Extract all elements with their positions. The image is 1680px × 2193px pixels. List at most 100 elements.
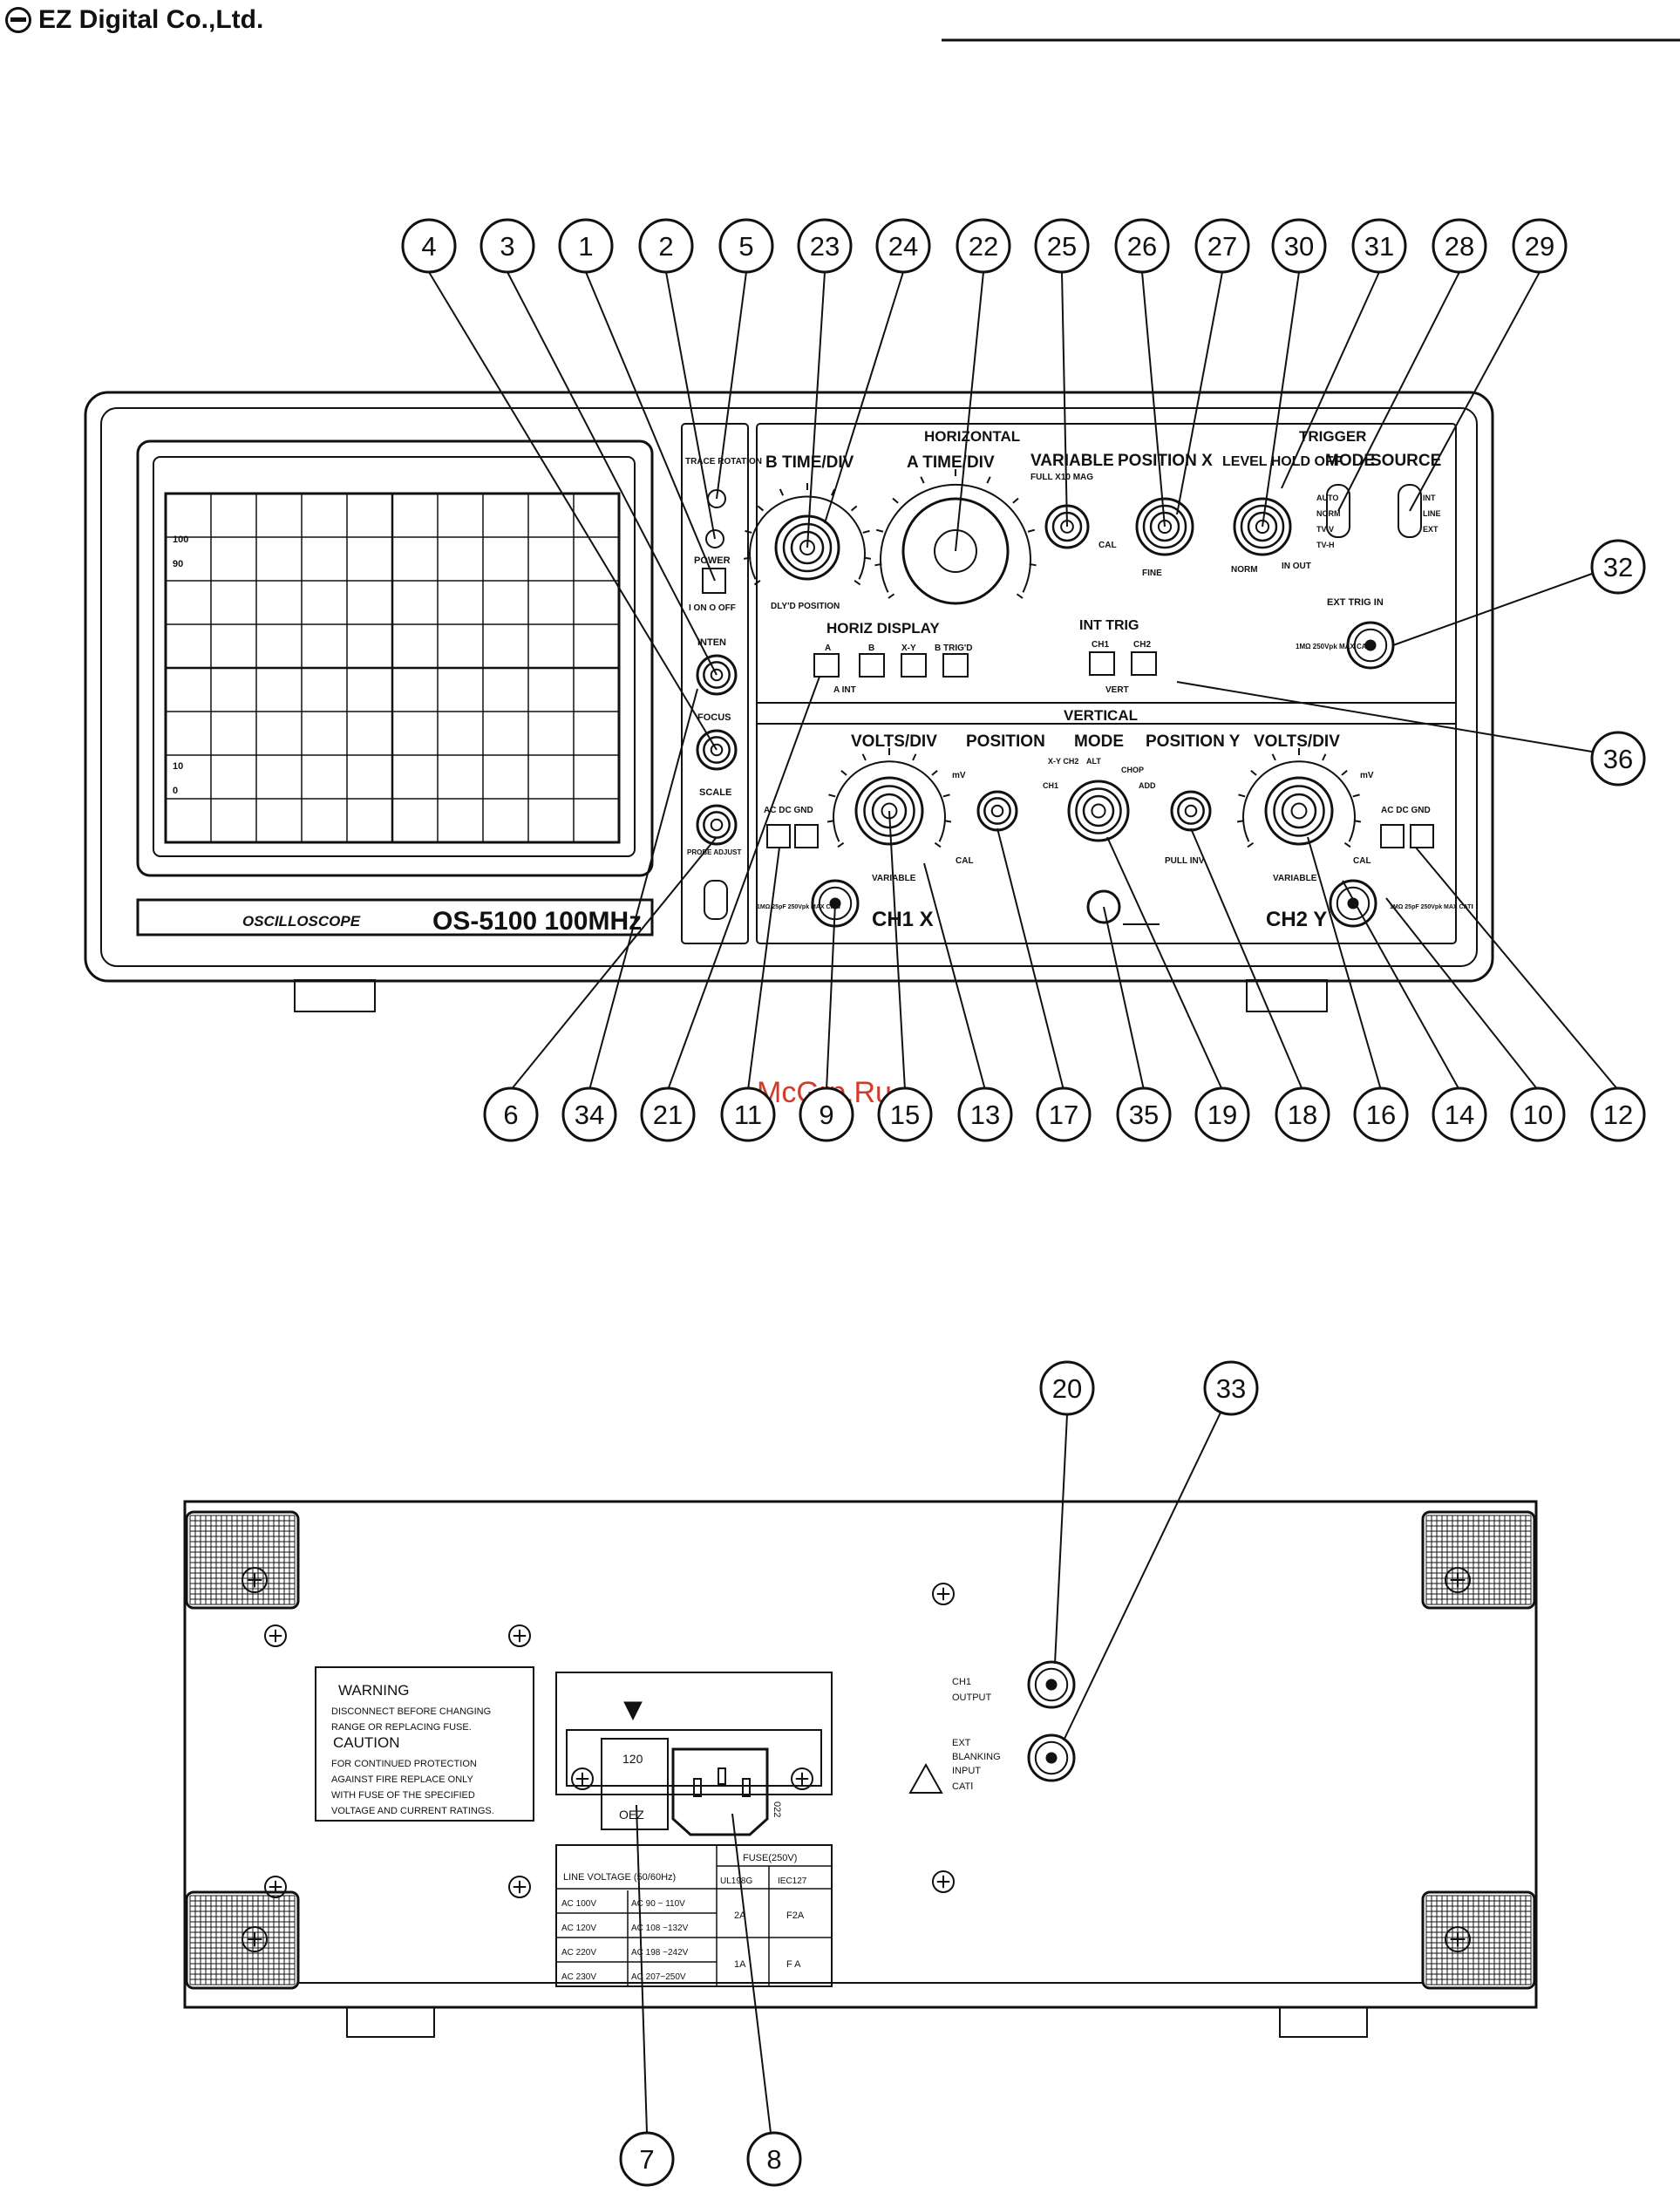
callout-11: 11: [720, 1086, 776, 1142]
table-fuse-2a: 2A: [734, 1910, 746, 1921]
inten-knob-ring: [696, 654, 738, 696]
front-foot-left: [294, 979, 376, 1012]
callout-34: 34: [561, 1086, 617, 1142]
callout-13: 13: [957, 1086, 1013, 1142]
callout-5-label: 5: [738, 231, 753, 262]
b-time-dial-scale-tick: [745, 529, 752, 534]
callout-33: 33: [1203, 1360, 1259, 1416]
callout-25-label: 25: [1047, 231, 1077, 262]
ch2-ac-dc-button[interactable]: [1380, 824, 1405, 848]
ch2-volts-dial-scale-tick: [1238, 793, 1246, 798]
rear-screw-5: [932, 1583, 955, 1605]
callout-28-ring: [1432, 218, 1487, 274]
label-ch1: CH1 X: [872, 908, 934, 931]
rear-foot-pad-tl: [185, 1510, 300, 1610]
int-trig-ch2-button[interactable]: [1131, 651, 1157, 676]
ch2-gnd-button[interactable]: [1410, 824, 1434, 848]
rear-screw-4: [508, 1876, 531, 1898]
callout-2: 2: [638, 218, 694, 274]
ext-trig-in-bnc[interactable]: [1346, 621, 1395, 670]
horiz-display-b-button[interactable]: [859, 653, 885, 678]
callout-7-ring: [619, 2131, 675, 2187]
trigger-mode-switch[interactable]: [1326, 484, 1350, 538]
callout-4-label: 4: [421, 231, 436, 262]
ch1-volts-dial-scale-tick: [861, 753, 867, 761]
table-fuse-fa: F A: [786, 1959, 801, 1970]
ez-logo-icon: [5, 7, 31, 33]
power-lamp: [705, 529, 724, 548]
ch2-volts-dial-scale: [1242, 760, 1356, 842]
a-time-dial-scale-tick: [1012, 497, 1019, 504]
ch1-output-line-1: CH1: [952, 1677, 971, 1687]
rear-panel: [183, 1500, 1538, 2038]
horiz-display-btrigd-button[interactable]: [942, 653, 969, 678]
callout-14-ring: [1432, 1086, 1487, 1142]
ch2-volts-div-knob[interactable]: [1264, 776, 1334, 846]
label-btn-xy: X-Y: [901, 644, 916, 653]
callout-5: 5: [718, 218, 774, 274]
ground-terminal[interactable]: [1086, 889, 1121, 924]
scale-knob[interactable]: [696, 804, 738, 846]
callout-3: 3: [480, 218, 535, 274]
trigger-level-knob-ring: [1240, 504, 1285, 549]
callout-3-label: 3: [500, 231, 514, 262]
vertical-mode-knob[interactable]: [1067, 780, 1130, 842]
callout-21-ring: [640, 1086, 696, 1142]
control-panel: [756, 423, 1457, 944]
ch1-gnd-button[interactable]: [794, 824, 819, 848]
callout-28: 28: [1432, 218, 1487, 274]
ch2-position-knob-cap: [1184, 804, 1198, 818]
label-ch1-rating: 1MΩ 25pF 250Vpk MAX CATⅠ: [757, 904, 840, 910]
leader-bottom-15: [888, 810, 906, 1091]
ch1-output-bnc[interactable]: [1027, 1660, 1076, 1709]
warning-line-1: WARNING: [338, 1682, 410, 1699]
trigger-level-knob[interactable]: [1233, 497, 1292, 556]
callout-31: 31: [1351, 218, 1407, 274]
label-mode-norm: NORM: [1316, 509, 1341, 518]
table-ul: UL198G: [720, 1876, 752, 1886]
label-btn-btrigd: B TRIG'D: [935, 644, 973, 653]
horiz-display-a-button[interactable]: [813, 653, 840, 678]
b-time-dial-scale: [749, 495, 866, 580]
rear-foot-pad-br: [1421, 1890, 1536, 1990]
inlet-pin-3: [742, 1778, 751, 1797]
rear-screw-2-head: [508, 1624, 531, 1647]
label-h-cal: CAL: [1098, 541, 1117, 550]
ch2-input-bnc[interactable]: [1329, 879, 1377, 928]
front-panel: [84, 391, 1494, 1012]
label-add: ADD: [1139, 781, 1156, 790]
ch2-volts-dial-scale-tick: [1322, 753, 1327, 761]
warning-line-3: RANGE OR REPLACING FUSE.: [331, 1722, 472, 1733]
b-time-dial-scale-tick: [850, 505, 858, 512]
callout-24-label: 24: [888, 231, 918, 262]
callout-22-ring: [956, 218, 1011, 274]
int-trig-ch1-button[interactable]: [1089, 651, 1115, 676]
ext-blanking-bnc[interactable]: [1027, 1733, 1076, 1782]
leader-bottom-18: [1190, 827, 1303, 1091]
label-ch2: CH2 Y: [1266, 908, 1327, 931]
ch1-position-knob[interactable]: [976, 790, 1018, 832]
leader-top-29: [1409, 271, 1541, 512]
ch2-volts-div-knob-ring: [1273, 785, 1325, 837]
leader-top-3: [507, 271, 718, 676]
trigger-source-switch[interactable]: [1398, 484, 1422, 538]
rear-foot-1: [346, 2006, 435, 2038]
callout-27-ring: [1194, 218, 1250, 274]
a-time-dial-scale-tick: [888, 593, 895, 599]
leader-bottom-16: [1307, 836, 1382, 1091]
callout-26-ring: [1114, 218, 1170, 274]
ch1-ac-dc-button[interactable]: [766, 824, 791, 848]
horiz-display-xy-button[interactable]: [901, 653, 927, 678]
focus-knob[interactable]: [696, 729, 738, 771]
brand-header: EZ Digital Co.,Ltd.: [5, 5, 263, 35]
callout-15: 15: [877, 1086, 933, 1142]
ch1-output-bnc-pin: [1045, 1679, 1058, 1691]
a-time-dial-scale-tick: [1029, 562, 1037, 567]
ch2-position-knob[interactable]: [1170, 790, 1212, 832]
callout-16-ring: [1353, 1086, 1409, 1142]
label-in-out: IN OUT: [1282, 562, 1311, 571]
callout-8-ring: [746, 2131, 802, 2187]
label-btn-b: B: [868, 644, 874, 653]
probe-adjust-terminal[interactable]: [704, 880, 728, 920]
